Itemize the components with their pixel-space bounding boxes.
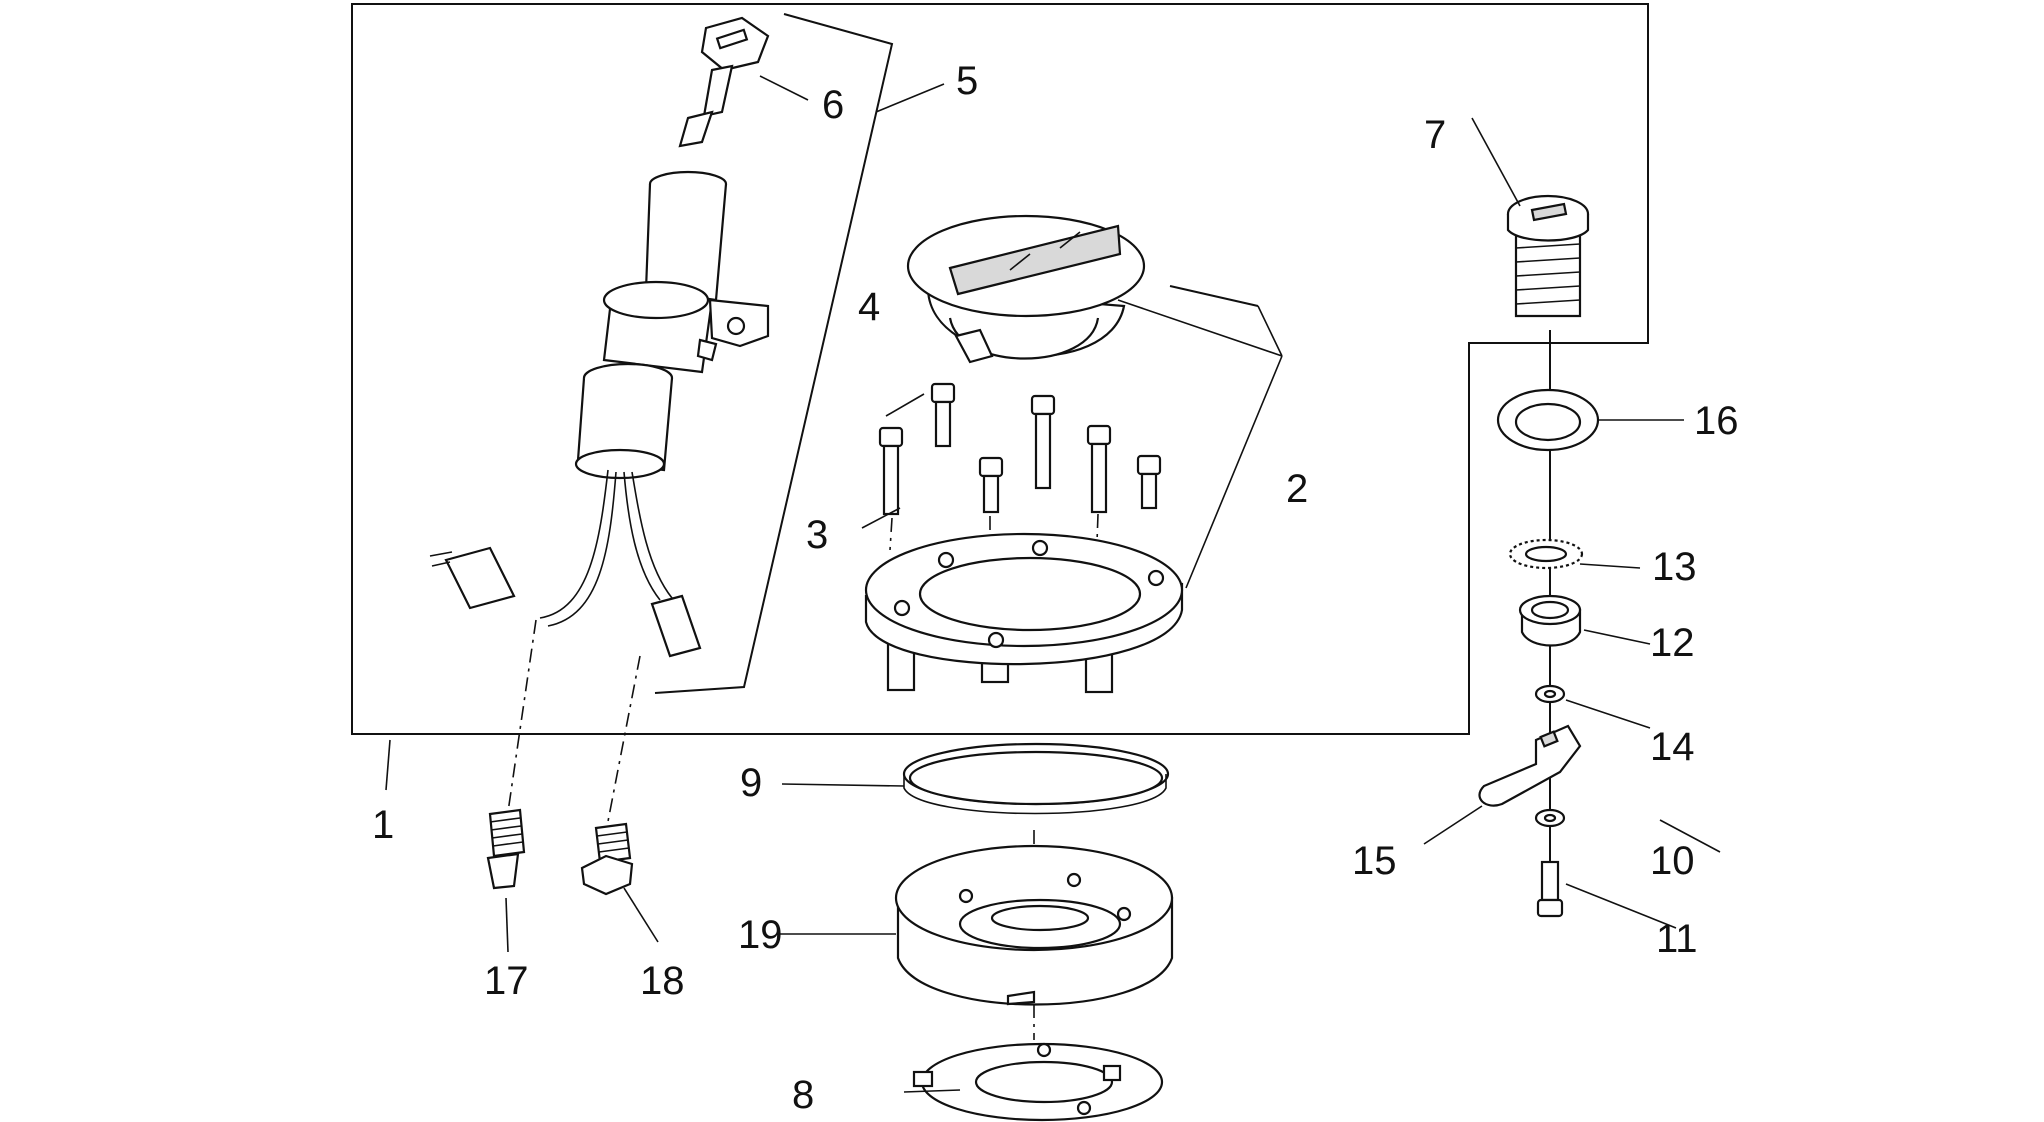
callout-19: 19	[738, 913, 783, 957]
fuel-filler-cap[interactable]	[906, 214, 1259, 364]
callout-17: 17	[484, 959, 529, 1003]
washer-10[interactable]	[1534, 808, 1566, 828]
cup-16[interactable]	[1496, 388, 1600, 452]
callout-15: 15	[1352, 839, 1397, 883]
screw-b[interactable]	[978, 456, 1004, 514]
callout-3: 3	[806, 513, 828, 557]
axis-line-18	[603, 655, 641, 843]
callout-1: 1	[372, 803, 394, 847]
washer-14[interactable]	[1534, 684, 1566, 704]
screw-d[interactable]	[1136, 454, 1162, 510]
lock-barrel-7[interactable]	[1506, 194, 1590, 318]
spring-17[interactable]	[486, 808, 526, 890]
leader-2	[1117, 299, 1283, 589]
callout-8: 8	[792, 1073, 814, 1117]
callout-5: 5	[956, 59, 978, 103]
screw-a[interactable]	[1030, 394, 1056, 490]
callout-12: 12	[1650, 621, 1695, 665]
screw-11[interactable]	[1536, 860, 1564, 918]
leader-lines	[385, 75, 1721, 1093]
callout-10: 10	[1650, 839, 1695, 883]
toothed-washer-13[interactable]	[1508, 538, 1584, 570]
ignition-switch-assembly[interactable]	[429, 16, 770, 843]
filler-housing-19[interactable]	[894, 844, 1174, 1006]
callout-2: 2	[1286, 467, 1308, 511]
ignition-group-bracket	[654, 13, 894, 694]
screw-c[interactable]	[1086, 424, 1112, 514]
callout-16: 16	[1694, 399, 1739, 443]
callout-14: 14	[1650, 725, 1695, 769]
switch-body[interactable]	[429, 362, 702, 658]
ignition-key[interactable]	[678, 16, 770, 148]
callout-6: 6	[822, 83, 844, 127]
cap-screws[interactable]	[878, 382, 1162, 571]
assembly-outline	[351, 3, 1649, 735]
cam-lever-15[interactable]	[1478, 724, 1582, 807]
axis-line-17	[507, 619, 537, 813]
base-plate-8[interactable]	[912, 1042, 1164, 1122]
cap-mounting-ring[interactable]	[864, 532, 1184, 694]
callout-13: 13	[1652, 545, 1697, 589]
callout-labels: 1 2 3 4 5 6 7 8 9 10 11 12 13 14 15 16 1…	[372, 59, 1739, 1117]
nut-12[interactable]	[1518, 594, 1582, 647]
screw-4[interactable]	[930, 382, 956, 448]
cap-nut-18[interactable]	[580, 822, 634, 896]
callout-11: 11	[1656, 917, 1698, 961]
callout-9: 9	[740, 761, 762, 805]
gasket-9[interactable]	[902, 742, 1170, 815]
screw-3[interactable]	[878, 426, 904, 516]
callout-7: 7	[1424, 113, 1446, 157]
callout-18: 18	[640, 959, 685, 1003]
lock-cylinder[interactable]	[602, 170, 770, 374]
callout-4: 4	[858, 285, 880, 329]
